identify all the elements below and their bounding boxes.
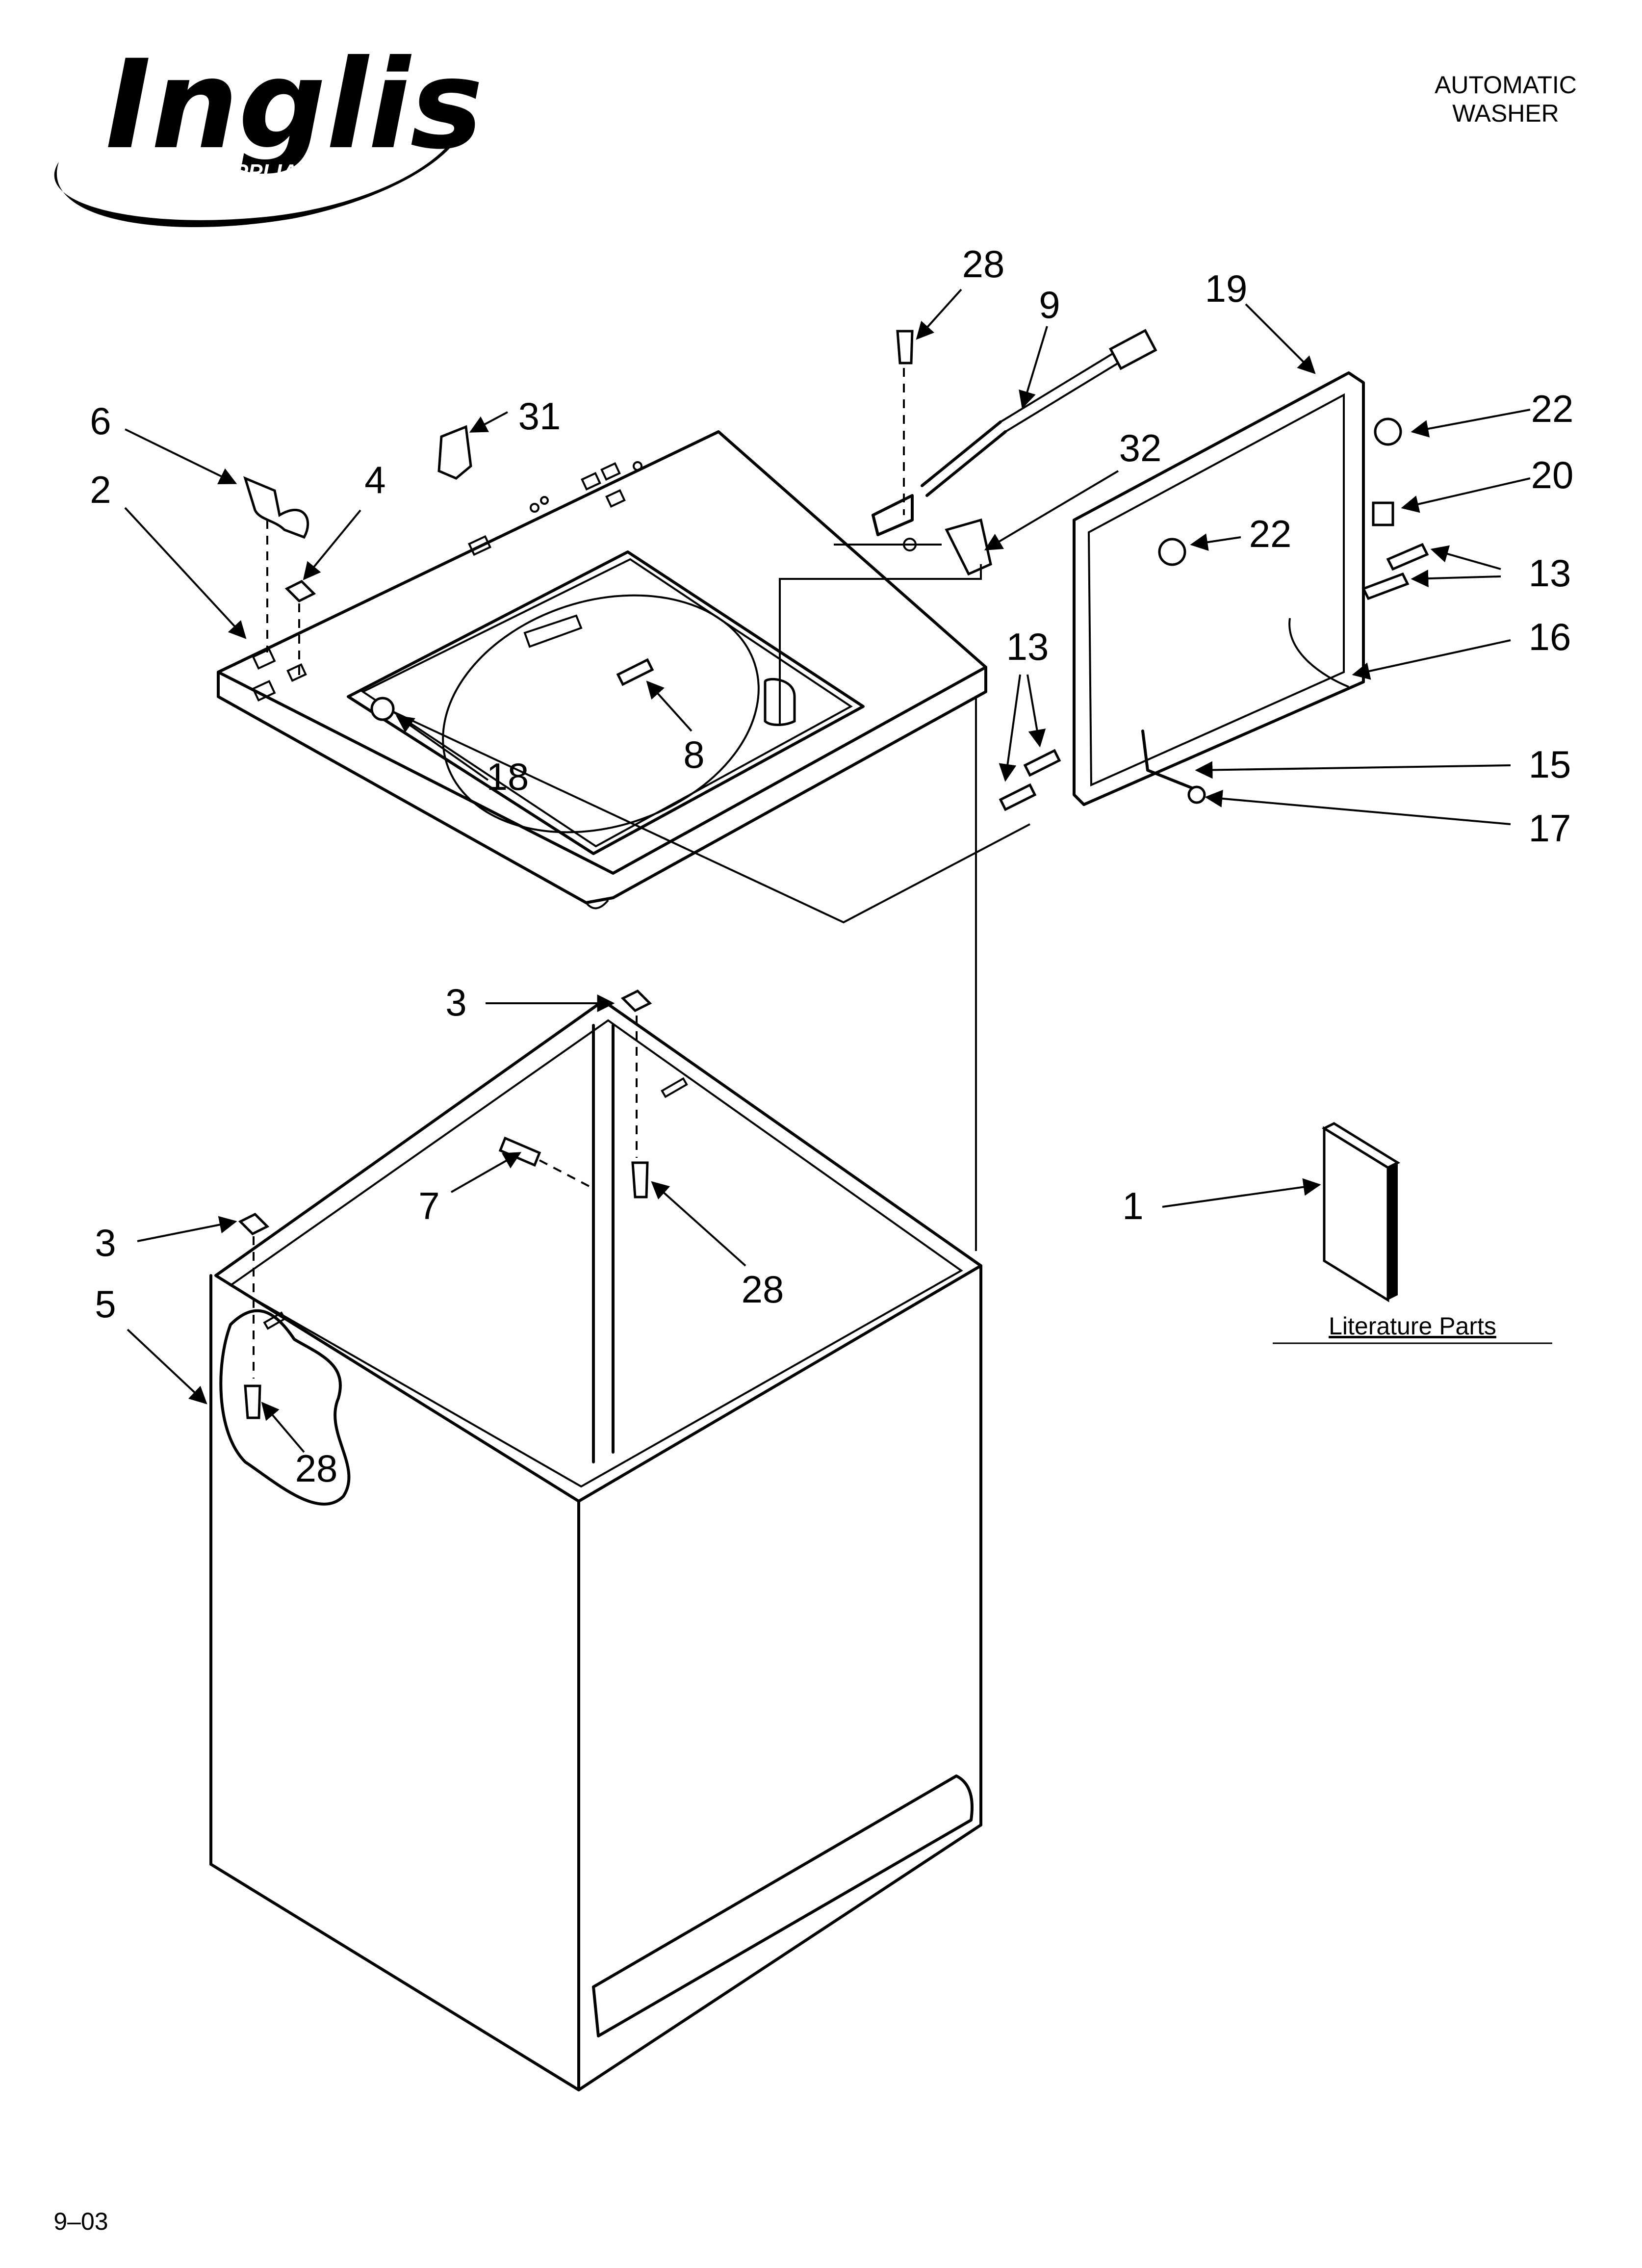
screw-13-left-a-part [1023, 749, 1061, 777]
screw-13-left-b-part [999, 783, 1037, 811]
callout-9: 9 [1039, 283, 1060, 326]
washer-top-surface [217, 430, 987, 875]
callout-5: 5 [95, 1282, 116, 1326]
knob-22-right-part [1374, 417, 1402, 446]
console-frame [1073, 371, 1365, 806]
screw-28-mid-part [631, 1161, 649, 1199]
callout-18: 18 [487, 755, 529, 798]
assembly-line-32 [779, 564, 982, 726]
screw-13-right-b-part [1361, 572, 1410, 600]
top-mount-holes [252, 461, 642, 702]
callout-6: 6 [90, 399, 111, 443]
callout-17: 17 [1529, 807, 1571, 850]
footer-code: 9–03 [53, 2208, 108, 2235]
clip-nut-3-top-part [620, 989, 652, 1013]
retainer-clip-part [437, 425, 472, 480]
speed-nut-part [284, 579, 316, 603]
logo-subtitle-appliances: APPLIANCES [218, 160, 358, 184]
bolt-7-part [498, 1136, 541, 1167]
callout-1: 1 [1122, 1184, 1143, 1227]
callout-22-right: 22 [1531, 387, 1574, 430]
brand-logo: Inglis HOME APPLIANCES [54, 33, 483, 227]
hose-15-part [1141, 730, 1198, 791]
console-frame-outer [1073, 371, 1365, 806]
cabinet-bottom-edge [209, 1824, 982, 2091]
literature-parts-label: Literature Parts [1329, 1312, 1496, 1340]
lid-latch-part [945, 518, 992, 576]
cabinet-toe-kick [592, 1774, 974, 2037]
logo-subtitle-home: HOME [120, 160, 186, 184]
callout-28-top: 28 [962, 242, 1005, 286]
lid-switch-harness [872, 329, 1157, 551]
knob-22-inner-part [1158, 538, 1186, 566]
washer-top-assembly [217, 430, 987, 910]
nozzle-17-part [1187, 785, 1206, 804]
callout-16: 16 [1529, 615, 1571, 658]
callout-8: 8 [683, 733, 704, 776]
switch-20-part [1372, 501, 1394, 526]
callout-7: 7 [418, 1184, 439, 1227]
wire-16-part [1288, 618, 1349, 688]
callout-19: 19 [1205, 267, 1248, 310]
screw-top-part [896, 330, 914, 365]
washer-top-edge [217, 666, 987, 904]
assembly-line-7 [539, 1159, 591, 1188]
screw-13-right-a-part [1386, 543, 1429, 571]
literature-parts-book [1321, 1122, 1401, 1303]
header-line-automatic: AUTOMATIC [1435, 71, 1577, 99]
hinge-screw-part [616, 658, 654, 686]
callout-31: 31 [518, 394, 561, 438]
console-frame-inner [1087, 393, 1345, 787]
callout-2: 2 [90, 468, 111, 511]
cabinet-cutaway [219, 1309, 351, 1506]
callout-20: 20 [1531, 453, 1574, 496]
screw-28-low-part [244, 1384, 261, 1419]
callout-4: 4 [364, 458, 385, 501]
lid-bumper-part [370, 697, 395, 721]
clip-nut-3-left-part [238, 1212, 270, 1236]
washer-cabinet [209, 999, 982, 2091]
callout-13-right: 13 [1529, 551, 1571, 595]
header-line-washer: WASHER [1452, 100, 1559, 127]
wire-clamp-part [243, 476, 309, 539]
callout-13-left: 13 [1006, 625, 1049, 668]
callout-3-top: 3 [445, 981, 466, 1024]
leader-arrows [124, 288, 1531, 1453]
callout-3-left: 3 [95, 1221, 116, 1264]
registered-mark-icon [423, 85, 435, 97]
callout-28-low: 28 [295, 1447, 338, 1490]
lid-opening [347, 550, 865, 855]
logo-swoosh [54, 113, 466, 227]
assembly-line-18 [392, 710, 1030, 924]
callout-15: 15 [1529, 743, 1571, 786]
callout-32: 32 [1119, 426, 1162, 469]
callout-22-inner: 22 [1249, 512, 1292, 555]
callout-28-mid: 28 [742, 1268, 784, 1311]
tub-ring [442, 594, 760, 834]
cabinet-top-rim [214, 999, 982, 1503]
logo-wordmark: Inglis [105, 33, 483, 176]
